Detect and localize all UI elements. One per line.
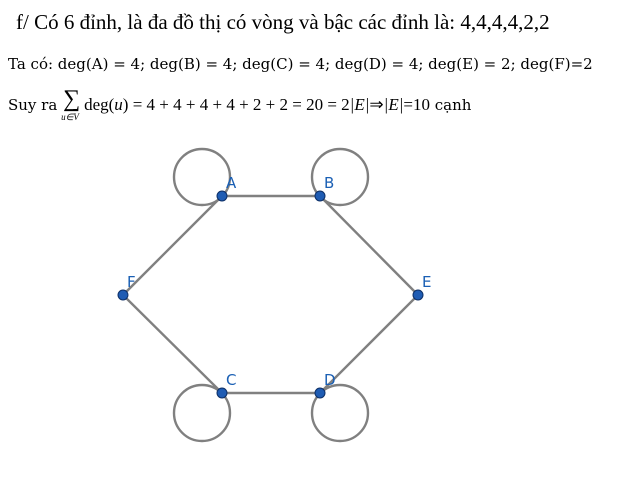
sum-prefix: Suy ra [8, 96, 58, 114]
loop-b [310, 147, 370, 207]
heading: f/ Có 6 đỉnh, là đa đồ thị có vòng và bậ… [16, 10, 550, 34]
labels-group: A B C D E F [127, 174, 431, 389]
vertex-label-f: F [127, 273, 136, 291]
degree-line: Ta có: deg(A) = 4; deg(B) = 4; deg(C) = … [8, 55, 593, 73]
deg-text: deg( [84, 95, 115, 114]
vertex-b[interactable] [314, 190, 326, 202]
vertex-label-d: D [324, 371, 336, 389]
edge-c-f [122, 294, 223, 394]
edge-f-a [122, 195, 223, 296]
vertex-label-c: C [226, 371, 236, 389]
abs-e-1: |E| [349, 95, 370, 114]
implies-symbol: ⇒ [369, 95, 384, 114]
close-paren: ) [122, 95, 129, 114]
abs-e-2: |E| [383, 95, 404, 114]
edge-e-d [319, 294, 419, 394]
equation: = 4 + 4 + 4 + 4 + 2 + 2 = 20 = 2 [128, 95, 350, 114]
vertex-a[interactable] [216, 190, 228, 202]
loop-c [172, 383, 232, 443]
vertex-c[interactable] [216, 387, 228, 399]
loop-d [310, 383, 370, 443]
loop-a [172, 147, 232, 207]
var-u: u [114, 95, 123, 114]
vertex-label-e: E [422, 273, 431, 291]
sum-notation: ∑ u∈V [61, 86, 84, 122]
word-canh: cạnh [429, 96, 472, 114]
vertex-d[interactable] [314, 387, 326, 399]
vertex-label-a: A [226, 174, 237, 192]
sum-subscript: u∈V [61, 112, 79, 122]
loops-group [172, 147, 370, 443]
vertex-f[interactable] [117, 289, 129, 301]
vertices-group [117, 190, 424, 399]
vertex-label-b: B [324, 174, 334, 192]
vertex-e[interactable] [412, 289, 424, 301]
result: =10 [403, 95, 430, 114]
edge-b-e [319, 195, 419, 296]
sum-line: Suy ra ∑ u∈V deg(u) = 4 + 4 + 4 + 4 + 2 … [8, 86, 472, 122]
sum-symbol: ∑ [63, 86, 81, 112]
edges-group [122, 194, 419, 395]
sum-expression: deg(u) = 4 + 4 + 4 + 4 + 2 + 2 = 20 = 2|… [84, 95, 430, 114]
